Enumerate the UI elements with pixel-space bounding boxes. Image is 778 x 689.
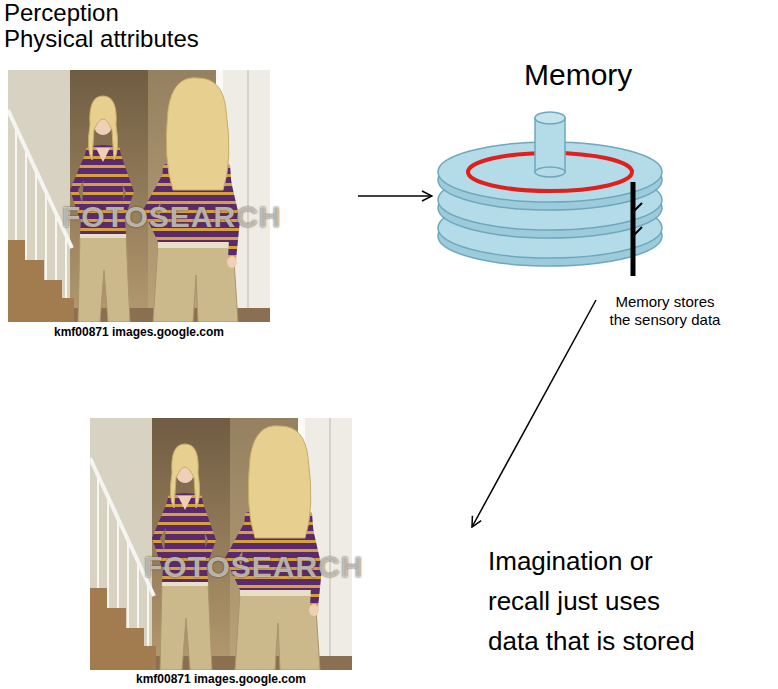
image-area [4,70,274,322]
side-note: Imagination or recall just uses data tha… [488,541,708,661]
image-panel: Perception Physical attributes kmf00871 i… [4,0,274,339]
disk-caption: Memory stores the sensory data [606,293,724,329]
photo-perception [8,70,270,322]
image-credit: kmf00871 images.google.com [90,672,352,686]
disk-symbol [438,112,662,276]
flow-arrow [472,300,596,527]
flow-arrow [358,195,432,197]
panel-heading: Memory [524,58,664,92]
image-area [90,418,352,672]
panel-heading: Perception Physical attributes [4,0,209,52]
memory-disk-panel: MemoryMemory stores the sensory data [438,58,738,329]
watermark: FOTOSEARCH [144,550,363,584]
image-area [438,92,738,293]
watermark: FOTOSEARCH [62,200,281,234]
image-credit: kmf00871 images.google.com [8,325,270,339]
photo-recall [90,418,352,670]
